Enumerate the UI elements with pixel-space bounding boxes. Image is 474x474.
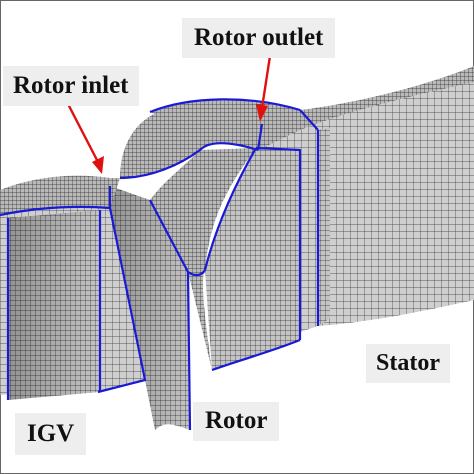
rotor-outlet-label: Rotor outlet (182, 18, 336, 58)
rotor-pressure-side (150, 148, 256, 370)
igv-hub (0, 175, 120, 215)
rotor-hub (120, 105, 262, 178)
igv-shadow (8, 210, 100, 400)
rotor-inlet-label: Rotor inlet (3, 66, 139, 106)
igv-label: IGV (15, 413, 87, 455)
rotor-outlet-arrow (256, 55, 272, 122)
rotor-shadow (110, 186, 190, 430)
stator-blade-face (318, 128, 330, 326)
rotor-label: Rotor (193, 402, 280, 441)
rotor-inlet-arrow (66, 103, 104, 174)
stator-passage (258, 82, 474, 332)
stator-label: Stator (366, 344, 450, 383)
block-edges (0, 98, 320, 431)
